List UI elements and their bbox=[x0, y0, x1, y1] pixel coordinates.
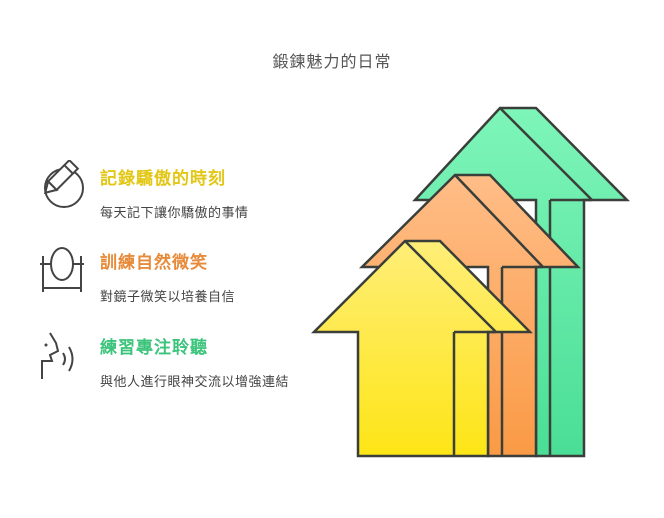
step-description: 對鏡子微笑以培養自信 bbox=[100, 290, 236, 305]
speaking-face-icon bbox=[41, 332, 74, 379]
step-heading: 記錄驕傲的時刻 bbox=[100, 169, 226, 189]
step-heading: 訓練自然微笑 bbox=[100, 253, 208, 273]
yellow-arrow bbox=[310, 239, 533, 458]
step-heading: 練習專注聆聽 bbox=[100, 338, 208, 358]
step-description: 與他人進行眼神交流以增強連結 bbox=[100, 375, 290, 390]
pencil-circle-icon bbox=[43, 160, 84, 208]
mirror-icon bbox=[40, 247, 84, 292]
step-description: 每天記下讓你驕傲的事情 bbox=[100, 206, 249, 221]
diagram-title: 鍛鍊魅力的日常 bbox=[272, 52, 392, 71]
